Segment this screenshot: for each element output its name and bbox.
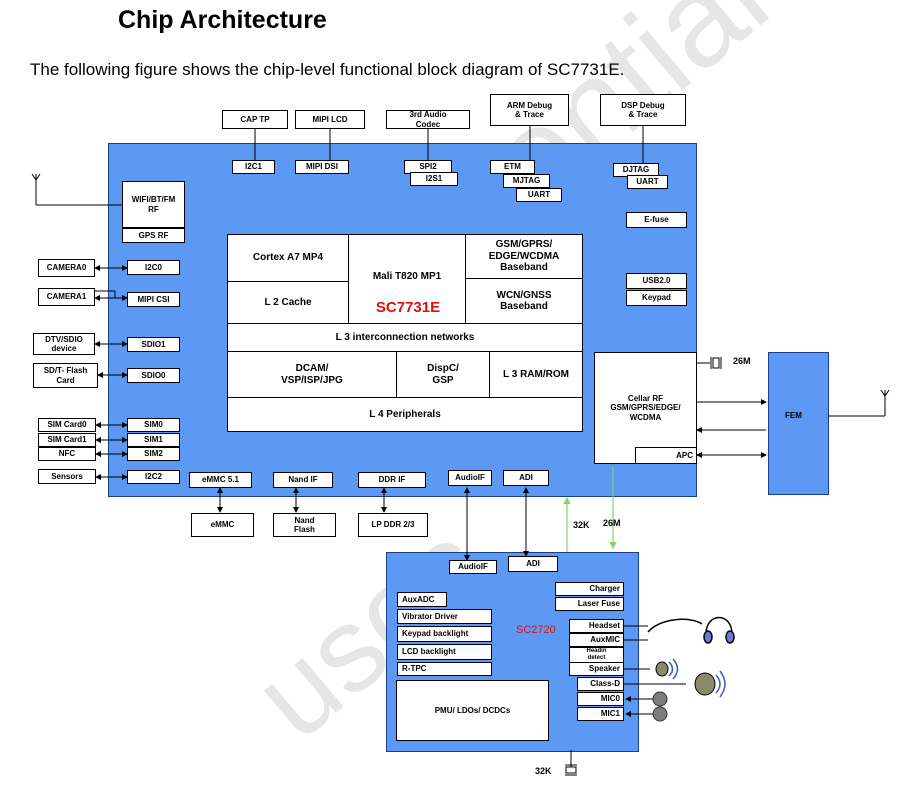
clock-32k-bottom-label: 32K — [535, 766, 552, 776]
arm-debug-box: ARM Debug & Trace — [490, 94, 569, 126]
clock-32k-label: 32K — [573, 520, 590, 530]
i2c1-box: I2C1 — [232, 160, 275, 174]
audio-if-box: AudioIF — [448, 470, 492, 486]
uart-arm-box: UART — [516, 188, 562, 202]
speaker-box: Speaker — [569, 662, 624, 676]
mipi-dsi-box: MIPI DSI — [295, 160, 349, 174]
dispc-gsp-box: DispC/ GSP — [396, 351, 490, 398]
sd-flash-box: SD/T- Flash Card — [33, 363, 98, 388]
dtv-sdio-box: DTV/SDIO device — [33, 333, 95, 355]
l4-peripherals-box: L 4 Peripherals — [227, 397, 583, 432]
l3-interconnect-box: L 3 interconnection networks — [227, 323, 583, 352]
i2s1-box: I2S1 — [410, 172, 458, 186]
wcn-gnss-box: WCN/GNSS Baseband — [465, 278, 583, 324]
class-d-box: Class-D — [577, 677, 624, 691]
dcam-box: DCAM/ VSP/ISP/JPG — [227, 351, 397, 398]
speaker-icon — [655, 658, 679, 680]
gsm-baseband-box: GSM/GPRS/ EDGE/WCDMA Baseband — [465, 234, 583, 279]
nand-flash-box: Nand Flash — [273, 513, 336, 537]
cellar-rf-box: Cellar RF GSM/GPRS/EDGE/ WCDMA — [594, 352, 697, 464]
clock-26m-label: 26M — [603, 518, 621, 528]
page-title: Chip Architecture — [118, 6, 327, 34]
clock-26m-top-label: 26M — [733, 356, 751, 366]
mali-box: Mali T820 MP1 — [348, 234, 466, 324]
headset-icon — [647, 616, 735, 644]
ddr-if-box: DDR IF — [358, 472, 426, 488]
pmic-audio-if-box: AudioIF — [449, 560, 497, 574]
pmu-ldo-dcdc-box: PMU/ LDOs/ DCDCs — [396, 680, 549, 741]
adi-box: ADI — [503, 470, 549, 486]
chip-name-label: SC7731E — [375, 299, 441, 317]
usb2-box: USB2.0 — [626, 273, 687, 289]
pmic-name-label: SC2720 — [516, 624, 556, 636]
mipi-lcd-box: MIPI LCD — [295, 110, 365, 129]
mic1-box: MIC1 — [577, 707, 624, 721]
uart-dsp-box: UART — [627, 175, 668, 189]
headset-box: Headset — [569, 619, 624, 633]
sdio1-box: SDIO1 — [127, 337, 180, 352]
headin-detect-box: Headin detect — [569, 647, 624, 663]
dsp-debug-box: DSP Debug & Trace — [600, 94, 686, 126]
emmc-box: eMMC — [191, 513, 254, 537]
sim0-box: SIM0 — [127, 418, 180, 432]
cortex-box: Cortex A7 MP4 — [227, 234, 349, 282]
nand-if-box: Nand IF — [273, 472, 333, 488]
gps-rf-box: GPS RF — [122, 228, 185, 243]
r-tpc-box: R-TPC — [397, 662, 492, 676]
lcd-backlight-box: LCD backlight — [397, 644, 492, 660]
e-fuse-box: E-fuse — [626, 212, 687, 228]
microphone-icon — [652, 691, 668, 722]
fem-block — [768, 352, 829, 495]
sim-card1-box: SIM Card1 — [38, 433, 96, 447]
aux-adc-box: AuxADC — [397, 592, 447, 607]
sensors-box: Sensors — [38, 469, 96, 484]
cap-tp-box: CAP TP — [222, 110, 288, 129]
mic0-box: MIC0 — [577, 692, 624, 706]
laser-fuse-box: Laser Fuse — [555, 597, 624, 611]
wifi-bt-fm-rf-box: WIFI/BT/FM RF — [122, 181, 185, 228]
charger-box: Charger — [555, 582, 624, 596]
vibrator-driver-box: Vibrator Driver — [397, 609, 492, 624]
audio-codec-box: 3rd Audio Codec — [386, 110, 470, 129]
keypad-box: Keypad — [626, 290, 687, 306]
fem-label: FEM — [785, 411, 802, 420]
etm-box: ETM — [490, 160, 535, 174]
l2-cache-box: L 2 Cache — [227, 281, 349, 324]
l3-ram-rom-box: L 3 RAM/ROM — [489, 351, 583, 398]
class-d-speaker-icon — [694, 670, 726, 698]
auxmic-box: AuxMIC — [569, 633, 624, 647]
mjtag-box: MJTAG — [503, 174, 550, 188]
keypad-backlight-box: Keypad backlight — [397, 626, 492, 642]
crystal-32k-icon — [565, 764, 577, 776]
lp-ddr-box: LP DDR 2/3 — [358, 513, 428, 537]
crystal-26m-icon — [710, 357, 722, 369]
intro-text: The following figure shows the chip-leve… — [30, 60, 625, 79]
pmic-adi-box: ADI — [508, 556, 558, 572]
